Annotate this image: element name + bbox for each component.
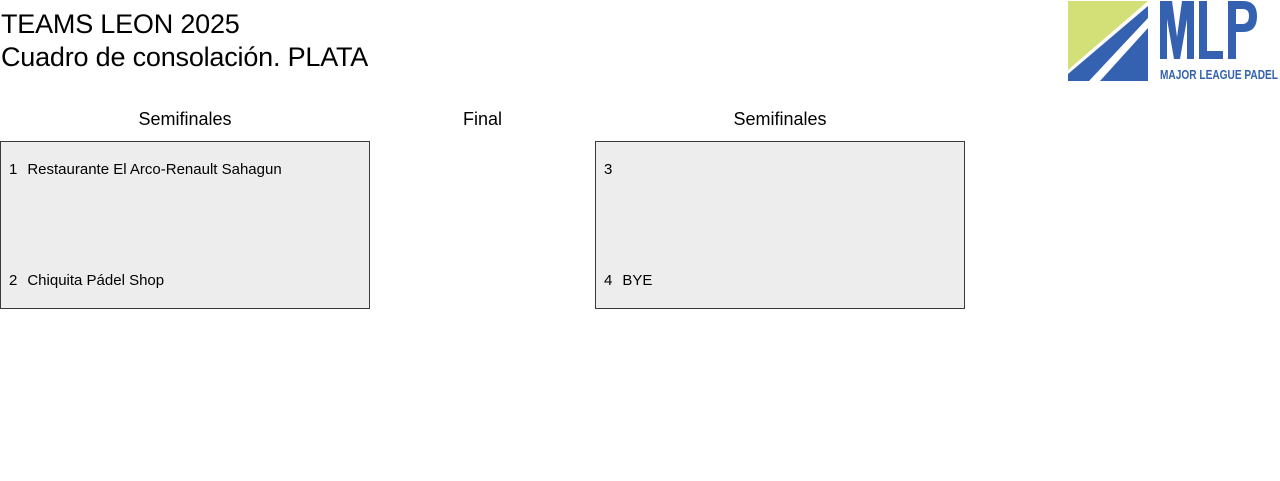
team-name: BYE xyxy=(622,272,653,289)
seed-number: 1 xyxy=(9,161,18,178)
round-header-semifinal-right: Semifinales xyxy=(733,109,827,129)
match-entry: 2 Chiquita Pádel Shop xyxy=(9,272,164,290)
round-header-final: Final xyxy=(462,109,502,129)
match-box-semifinal-1: 1 Restaurante El Arco-Renault Sahagun 2 Ch… xyxy=(0,141,370,309)
seed-number: 2 xyxy=(9,272,18,289)
match-entry: 4 BYE xyxy=(604,272,652,290)
logo-letter-l xyxy=(1199,1,1223,59)
match-box-semifinal-2: 3 4 BYE xyxy=(595,141,965,309)
logo-blue-shape-right xyxy=(1100,28,1148,81)
match-entry: 1 Restaurante El Arco-Renault Sahagun xyxy=(9,161,282,179)
seed-number: 4 xyxy=(604,272,613,289)
logo-letter-m xyxy=(1160,1,1194,59)
seed-number: 3 xyxy=(604,161,613,178)
logo-letter-p xyxy=(1228,1,1257,59)
logo-subtitle: MAJOR LEAGUE PADEL xyxy=(1160,68,1278,81)
team-name: Restaurante El Arco-Renault Sahagun xyxy=(27,161,282,178)
logo-blue-shape-left xyxy=(1068,6,1148,81)
round-header-semifinal-left: Semifinales xyxy=(138,109,232,129)
page-title: TEAMS LEON 2025 xyxy=(1,9,240,39)
match-entry: 3 xyxy=(604,161,622,179)
logo-green-shape xyxy=(1068,1,1148,70)
page-subtitle: Cuadro de consolación. PLATA xyxy=(1,42,369,72)
team-name: Chiquita Pádel Shop xyxy=(27,272,165,289)
mlp-logo: MAJOR LEAGUE PADEL xyxy=(1068,1,1278,81)
